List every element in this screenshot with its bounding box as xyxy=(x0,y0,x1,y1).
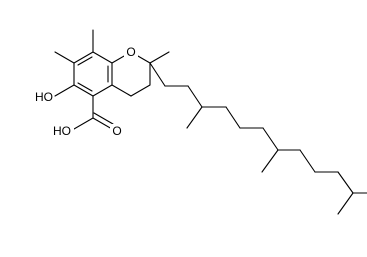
hydroxyl-label: HO xyxy=(35,90,53,104)
bond-c7-c8 xyxy=(73,51,94,64)
bond-carbonyl-2 xyxy=(93,112,114,125)
acid-hydroxyl-bg xyxy=(52,124,74,138)
bond-c-oh xyxy=(73,117,94,130)
aromatic-ring xyxy=(73,51,113,97)
chain-methyl-1 xyxy=(186,106,203,129)
isoprenoid-side-chain xyxy=(149,62,367,215)
bond-c3-c4 xyxy=(130,84,151,97)
chain-bond-11 xyxy=(337,171,354,194)
bond-c7-c8-inner xyxy=(77,56,93,66)
chain-bond-1 xyxy=(149,62,166,87)
chain-bond-7 xyxy=(262,127,279,151)
bond-c5-c6 xyxy=(73,84,94,97)
chain-methyl-3 xyxy=(337,192,354,215)
bond-carbonyl-1 xyxy=(92,117,113,130)
atom-labels: O HO O HO xyxy=(34,43,138,138)
carboxylic-acid-group xyxy=(73,95,114,130)
bond-c8-c8a xyxy=(92,51,113,64)
ring-oxygen-bg xyxy=(124,43,138,57)
ring-substituents xyxy=(54,29,170,97)
acid-oxygen-label: O xyxy=(112,124,121,138)
chain-methyl-2 xyxy=(261,149,279,173)
ring-oxygen-label: O xyxy=(126,45,135,59)
bond-c6-oh xyxy=(54,84,75,97)
hydroxyl-bg xyxy=(34,90,54,104)
chain-bond-5 xyxy=(225,106,241,129)
chain-bond-9 xyxy=(299,149,316,173)
chain-bond-3 xyxy=(187,85,203,108)
methyl-c7 xyxy=(54,51,75,64)
bond-c4-c4a xyxy=(111,84,132,97)
acid-oxygen-bg xyxy=(110,124,122,138)
acid-hydroxyl-label: HO xyxy=(53,124,71,138)
bond-c4a-c5 xyxy=(92,84,113,97)
bond-c5-c6-inner xyxy=(77,82,93,92)
methyl-c2 xyxy=(149,51,170,64)
